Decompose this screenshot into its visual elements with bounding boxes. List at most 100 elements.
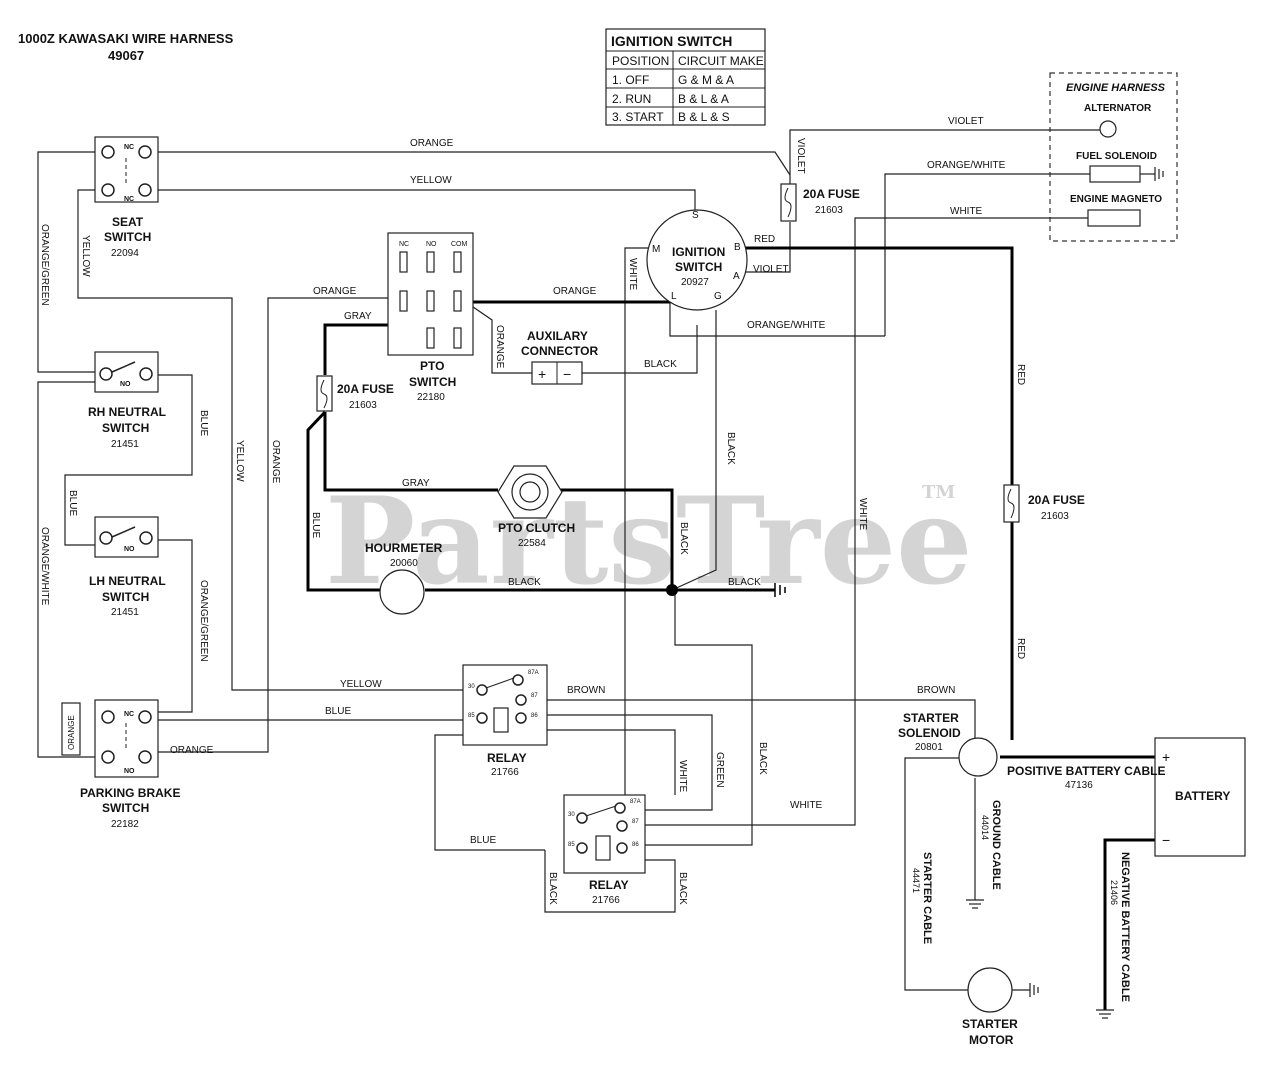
diagram-title: 1000Z KAWASAKI WIRE HARNESS — [18, 31, 234, 46]
engine-magneto-symbol — [1087, 209, 1141, 227]
alternator-label: ALTERNATOR — [1084, 103, 1152, 114]
rh-neutral-label: SWITCH — [102, 421, 149, 435]
neg-cable-ground — [1096, 1009, 1114, 1019]
lh-neutral-part: 21451 — [111, 607, 139, 618]
relay2-pin: 86 — [632, 842, 639, 848]
pto-switch-label: SWITCH — [409, 375, 456, 389]
hourmeter-part: 20060 — [390, 558, 418, 569]
lh-neutral-switch: NO LH NEUTRAL SWITCH 21451 — [89, 516, 166, 618]
wire-label: GRAY — [402, 478, 430, 489]
rh-no-label: NO — [120, 381, 131, 388]
wire-label: BLUE — [198, 410, 209, 436]
wire-label: YELLOW — [410, 175, 452, 186]
wire-label: ORANGE/WHITE — [39, 527, 50, 606]
pto-clutch-label: PTO CLUTCH — [498, 521, 575, 535]
seat-nc-label: NC — [124, 196, 134, 203]
fuse-ign-label: 20A FUSE — [803, 187, 860, 201]
wire-label: BLUE — [470, 835, 496, 846]
lh-neutral-label: SWITCH — [102, 590, 149, 604]
wire-label: YELLOW — [80, 235, 91, 277]
starter-solenoid: STARTER SOLENOID 20801 — [898, 711, 998, 777]
wire-label: GRAY — [344, 311, 372, 322]
aux-plus: + — [538, 366, 546, 382]
ign-part: 20927 — [681, 277, 709, 288]
ground-symbol — [774, 583, 786, 597]
fuse-red-label: 20A FUSE — [1028, 493, 1085, 507]
relay1-part: 21766 — [491, 767, 519, 778]
wire-label: WHITE — [677, 760, 688, 793]
relay1-pin: 87A — [528, 670, 539, 676]
pos-cable-part: 47136 — [1065, 780, 1093, 791]
aux-minus: − — [563, 366, 571, 382]
table-cell: 1. OFF — [612, 73, 649, 87]
fuse-pto-label: 20A FUSE — [337, 382, 394, 396]
wire-label: BLACK — [644, 359, 677, 370]
lh-neutral-label: LH NEUTRAL — [89, 574, 166, 588]
ground-cable-label: GROUND CABLE — [990, 800, 1002, 890]
rh-neutral-label: RH NEUTRAL — [88, 405, 166, 419]
relay1-label: RELAY — [487, 751, 527, 765]
starter-cable-label: STARTER CABLE — [921, 852, 933, 944]
parking-brake-label: PARKING BRAKE — [80, 786, 180, 800]
wire-label: BLACK — [547, 872, 558, 905]
solenoid-label: STARTER — [903, 711, 959, 725]
seat-switch: NC NC SEAT SWITCH 22094 — [94, 136, 159, 259]
pto-switch-label: PTO — [420, 359, 444, 373]
wire-label: BLACK — [678, 522, 689, 555]
wire-label: YELLOW — [340, 679, 382, 690]
wire-label: RED — [1015, 638, 1026, 659]
table-header: POSITION — [612, 54, 669, 68]
seat-switch-label: SEAT — [112, 215, 144, 229]
wire-label: ORANGE/WHITE — [927, 160, 1006, 171]
ign-s: S — [692, 210, 699, 221]
engine-magneto-label: ENGINE MAGNETO — [1070, 194, 1162, 205]
wire-label: RED — [1015, 364, 1026, 385]
table-cell: B & L & A — [678, 92, 729, 106]
hourmeter-label: HOURMETER — [365, 541, 443, 555]
fuse-red: 20A FUSE 21603 — [1003, 484, 1085, 523]
aux-label: AUXILARY — [527, 329, 588, 343]
wire-label: VIOLET — [948, 116, 984, 127]
pto-clutch: PTO CLUTCH 22584 — [497, 465, 575, 549]
relay1-pin: 86 — [531, 713, 538, 719]
wire-label: BLACK — [508, 577, 541, 588]
pto-clutch-part: 22584 — [518, 538, 546, 549]
starter-motor-label: STARTER — [962, 1017, 1018, 1031]
wire-label: WHITE — [790, 800, 823, 811]
relay-1: 30 87A 87 85 86 RELAY 21766 — [462, 664, 548, 778]
relay1-pin: 87 — [531, 693, 538, 699]
pb-side-label: ORANGE — [67, 715, 76, 750]
fuse-red-part: 21603 — [1041, 511, 1069, 522]
pto-nc-label: NC — [399, 241, 409, 248]
hourmeter: HOURMETER 20060 — [365, 541, 443, 615]
wire-label: ORANGE — [170, 745, 214, 756]
relay2-part: 21766 — [592, 895, 620, 906]
fuse-pto: 20A FUSE 21603 — [316, 375, 394, 412]
rh-neutral-switch: NO RH NEUTRAL SWITCH 21451 — [88, 351, 166, 450]
relay1-pin: 85 — [468, 713, 475, 719]
wire-label: BROWN — [917, 685, 955, 696]
wire-label: ORANGE — [313, 286, 357, 297]
starter-cable-part: 44471 — [911, 868, 921, 893]
wire-label: ORANGE — [553, 286, 597, 297]
pos-cable-label: POSITIVE BATTERY CABLE — [1007, 764, 1165, 778]
pb-no-label: NO — [124, 768, 135, 775]
table-cell: 3. START — [612, 110, 664, 124]
relay2-pin: 87A — [630, 799, 641, 805]
seat-nc-label: NC — [124, 144, 134, 151]
wire-label: BLACK — [677, 872, 688, 905]
neg-cable-part: 21406 — [1109, 880, 1119, 905]
pto-com-label: COM — [451, 241, 468, 248]
relay2-pin: 87 — [632, 819, 639, 825]
diagram-number: 49067 — [108, 48, 144, 63]
battery-plus: + — [1162, 749, 1170, 765]
ign-m: M — [652, 244, 660, 255]
parking-brake-part: 22182 — [111, 819, 139, 830]
seat-switch-label: SWITCH — [104, 230, 151, 244]
wire-label: BLACK — [728, 577, 761, 588]
wire-label: YELLOW — [234, 440, 245, 482]
ground-cable-ground — [966, 899, 984, 909]
relay1-pin: 30 — [468, 684, 475, 690]
parking-brake-switch: ORANGE NC NO PARKING BRAKE SWITCH 22182 — [61, 699, 180, 830]
relay2-label: RELAY — [589, 878, 629, 892]
